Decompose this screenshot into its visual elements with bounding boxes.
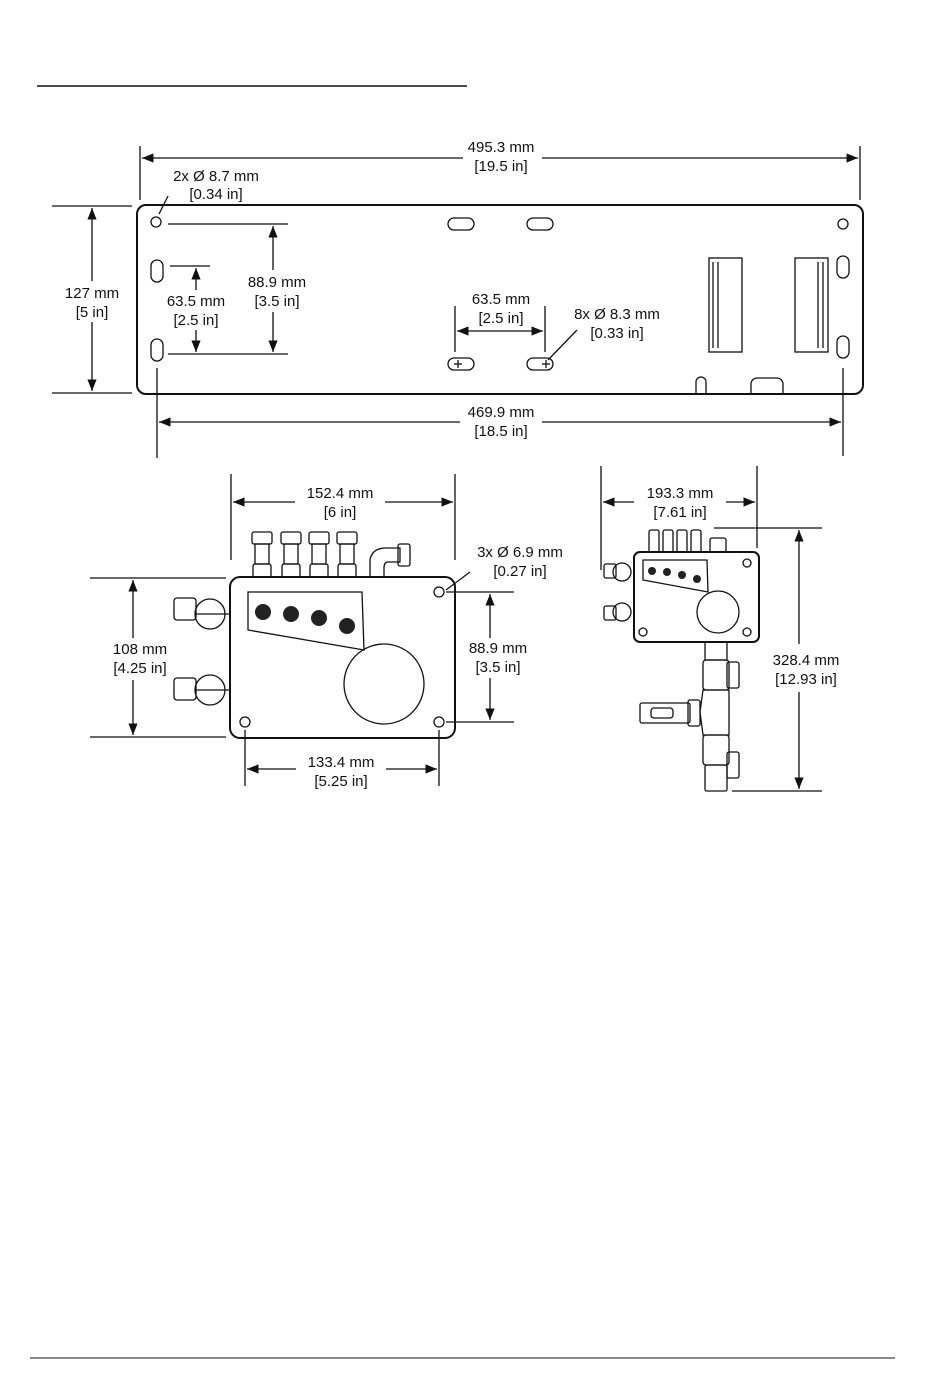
plate-width-label: 495.3 mm <box>468 139 535 156</box>
front-width-label-in: [6 in] <box>324 504 357 521</box>
plate-slot-label: 8x Ø 8.3 mm <box>574 306 660 323</box>
fitting-icon <box>677 530 687 554</box>
left-fitting-icon <box>174 675 230 705</box>
front-hole-label: 3x Ø 6.9 mm <box>477 544 563 561</box>
plate-height-label-in: [5 in] <box>76 304 109 321</box>
assembly-view <box>604 530 759 791</box>
assembly-body <box>634 552 759 642</box>
plate-bottom-label: 469.9 mm <box>468 404 535 421</box>
plate-vert-inner-label: 63.5 mm <box>167 293 225 310</box>
fitting-icon <box>663 530 673 554</box>
fitting-icon <box>691 530 701 554</box>
plate-vert-outer-label-in: [3.5 in] <box>254 293 299 310</box>
fitting-icon <box>252 532 272 578</box>
valve-knob-icon <box>283 606 299 622</box>
front-height-label-in: [4.25 in] <box>113 660 166 677</box>
plate-hole-label: 2x Ø 8.7 mm <box>173 168 259 185</box>
plate-hole-label-in: [0.34 in] <box>189 186 242 203</box>
fitting-icon <box>309 532 329 578</box>
controller-front-view <box>174 532 455 738</box>
valve-knob-icon <box>255 604 271 620</box>
plate-width-label-in: [19.5 in] <box>474 158 527 175</box>
assembly-height-label: 328.4 mm <box>773 652 840 669</box>
front-width-label: 152.4 mm <box>307 485 374 502</box>
plate-horiz-slot-label: 63.5 mm <box>472 291 530 308</box>
valve-knob-icon <box>311 610 327 626</box>
plate-vert-outer-label: 88.9 mm <box>248 274 306 291</box>
plate-bottom-label-in: [18.5 in] <box>474 423 527 440</box>
elbow-fitting-icon <box>370 544 410 578</box>
plate-height-label: 127 mm <box>65 285 119 302</box>
plate-vert-inner-label-in: [2.5 in] <box>173 312 218 329</box>
assembly-width-label-in: [7.61 in] <box>653 504 706 521</box>
controller-body <box>230 577 455 738</box>
left-fitting-icon <box>174 598 230 629</box>
front-hole-label-in: [0.27 in] <box>493 563 546 580</box>
plate-horiz-slot-label-in: [2.5 in] <box>478 310 523 327</box>
front-height-label: 108 mm <box>113 641 167 658</box>
front-hole-vert-label-in: [3.5 in] <box>475 659 520 676</box>
fitting-icon <box>281 532 301 578</box>
fitting-icon <box>337 532 357 578</box>
assembly-width-label: 193.3 mm <box>647 485 714 502</box>
fitting-icon <box>649 530 659 554</box>
front-hole-horiz-label-in: [5.25 in] <box>314 773 367 790</box>
elbow-fitting-icon <box>710 538 726 552</box>
front-hole-horiz-label: 133.4 mm <box>308 754 375 771</box>
assembly-height-label-in: [12.93 in] <box>775 671 837 688</box>
plate-slot-label-in: [0.33 in] <box>590 325 643 342</box>
valve-knob-icon <box>339 618 355 634</box>
front-hole-vert-label: 88.9 mm <box>469 640 527 657</box>
